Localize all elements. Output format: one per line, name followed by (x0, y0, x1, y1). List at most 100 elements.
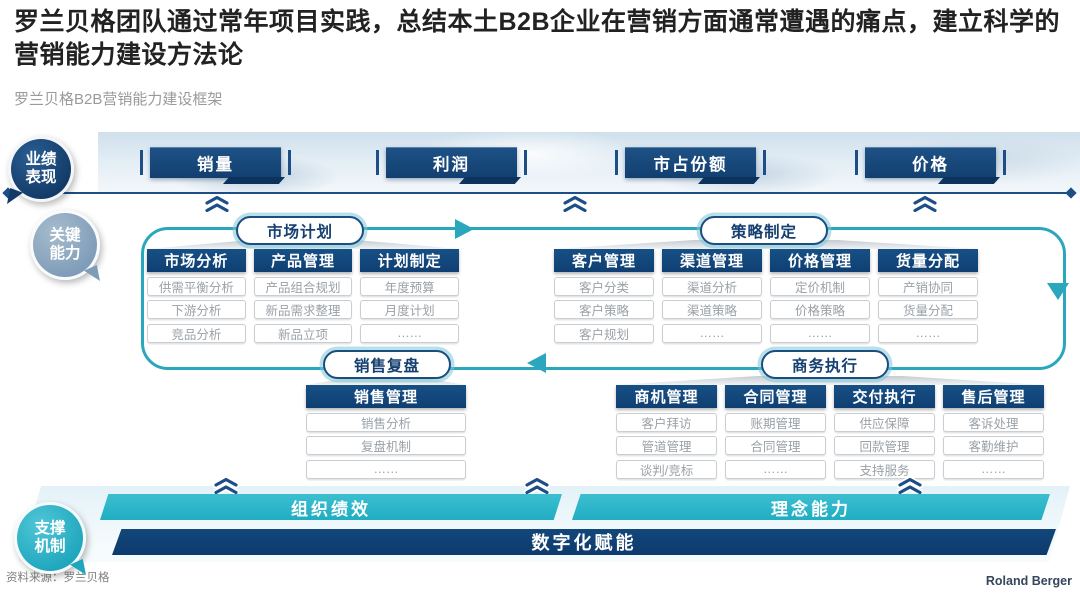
column-header: 市场分析 (147, 249, 246, 272)
capability-row-label: 关键 能力 (30, 210, 100, 281)
capability-column: 交付执行 供应保障 回款管理 支持服务 (834, 385, 935, 479)
tick-mark (1003, 150, 1006, 175)
page-title: 罗兰贝格团队通过常年项目实践，总结本土B2B企业在营销方面通常遭遇的痛点，建立科… (14, 8, 1061, 69)
capability-column: 产品管理 产品组合规划 新品需求整理 新品立项 (253, 249, 353, 343)
capability-column: 商机管理 客户拜访 管道管理 谈判/竞标 (616, 385, 717, 479)
column-item: 价格策略 (770, 300, 870, 319)
column-item: …… (725, 459, 826, 479)
column-item: 客诉处理 (943, 412, 1044, 432)
capability-column: 合同管理 账期管理 合同管理 …… (725, 385, 826, 479)
flow-arrow-right-icon (455, 219, 474, 239)
performance-row-label: 业绩 表现 (7, 136, 74, 204)
pill-business-execution: 商务执行 (761, 350, 889, 379)
pill-strategy-making: 策略制定 (700, 216, 828, 245)
column-item: …… (878, 323, 978, 343)
column-header: 计划制定 (360, 249, 460, 272)
column-item: 客勤维护 (943, 436, 1044, 455)
column-item: 定价机制 (770, 276, 870, 296)
column-item: 客户拜访 (616, 412, 717, 432)
perspective-shadow (306, 376, 466, 385)
column-header: 价格管理 (770, 249, 870, 272)
tick-mark (140, 150, 143, 175)
capability-column: 销售管理 销售分析 复盘机制 …… (306, 385, 466, 479)
pill-sales-review: 销售复盘 (323, 350, 451, 379)
support-row-label: 支撑 机制 (14, 502, 86, 575)
kpi-banner-label: 销量 (197, 155, 234, 174)
tick-mark (288, 150, 291, 175)
flow-arrow-down-icon (1047, 283, 1069, 300)
capability-column: 客户管理 客户分类 客户策略 客户规划 (554, 249, 654, 343)
capability-column: 市场分析 供需平衡分析 下游分析 竞品分析 (147, 249, 246, 343)
performance-label-line1: 业绩 (25, 151, 57, 169)
column-item: 支持服务 (834, 459, 935, 479)
column-item: 竞品分析 (147, 323, 246, 343)
column-item: 谈判/竞标 (616, 459, 717, 479)
column-header: 售后管理 (943, 385, 1044, 408)
column-item: 产品组合规划 (253, 276, 353, 296)
group-market-planning: 市场分析 供需平衡分析 下游分析 竞品分析 产品管理 产品组合规划 新品需求整理… (147, 240, 460, 343)
column-item: 渠道策略 (662, 300, 762, 319)
column-item: 复盘机制 (306, 436, 466, 455)
divider-line (7, 192, 1072, 194)
support-label-line1: 支撑 (34, 520, 66, 538)
column-item: 新品需求整理 (253, 300, 353, 319)
column-item: …… (360, 323, 460, 343)
source-note: 资料来源：罗兰贝格 (6, 572, 110, 584)
capability-label-line1: 关键 (49, 227, 81, 245)
up-chevron-icon (562, 195, 588, 212)
column-item: 客户规划 (554, 323, 654, 343)
group-business-execution: 商机管理 客户拜访 管道管理 谈判/竞标 合同管理 账期管理 合同管理 …… 交… (616, 376, 1044, 479)
column-header: 交付执行 (834, 385, 935, 408)
capability-label-line2: 能力 (49, 245, 81, 262)
column-item: …… (770, 323, 870, 343)
capability-column: 计划制定 年度预算 月度计划 …… (360, 249, 460, 343)
tick-mark (763, 150, 766, 175)
column-item: 销售分析 (306, 412, 466, 432)
kpi-banner-label: 利润 (433, 155, 470, 174)
column-item: 月度计划 (360, 300, 460, 319)
support-label-line2: 机制 (34, 538, 66, 555)
up-chevron-icon (912, 195, 938, 212)
flow-arrow-left-icon (527, 353, 546, 373)
up-chevron-icon (897, 477, 923, 494)
group-sales-review: 销售管理 销售分析 复盘机制 …… (306, 376, 466, 479)
column-item: 产销协同 (878, 276, 978, 296)
tick-mark (376, 150, 379, 175)
column-item: 客户分类 (554, 276, 654, 296)
column-item: 新品立项 (253, 323, 353, 343)
column-item: 管道管理 (616, 436, 717, 455)
up-chevron-icon (204, 195, 230, 212)
column-item: …… (943, 459, 1044, 479)
tick-mark (524, 150, 527, 175)
column-item: 回款管理 (834, 436, 935, 455)
bar-digital-enablement: 数字化赋能 (112, 529, 1056, 555)
column-item: 供应保障 (834, 412, 935, 432)
column-item: …… (306, 459, 466, 479)
kpi-banner-market-share: 市占份额 (615, 147, 766, 178)
group-strategy-making: 客户管理 客户分类 客户策略 客户规划 渠道管理 渠道分析 渠道策略 …… 价格… (554, 240, 978, 343)
column-item: 合同管理 (725, 436, 826, 455)
kpi-banner-label: 价格 (912, 155, 949, 174)
kpi-banner-label: 市占份额 (653, 155, 728, 174)
column-header: 产品管理 (253, 249, 353, 272)
column-header: 商机管理 (616, 385, 717, 408)
column-header: 合同管理 (725, 385, 826, 408)
perspective-shadow (616, 376, 1044, 385)
bubble-tail (84, 265, 100, 281)
kpi-banner-sales-volume: 销量 (140, 147, 291, 178)
column-item: 渠道分析 (662, 276, 762, 296)
column-item: …… (662, 323, 762, 343)
column-header: 渠道管理 (662, 249, 762, 272)
pill-market-planning: 市场计划 (236, 216, 364, 245)
capability-column: 货量分配 产销协同 货量分配 …… (878, 249, 978, 343)
column-item: 供需平衡分析 (147, 276, 246, 296)
column-item: 客户策略 (554, 300, 654, 319)
column-item: 下游分析 (147, 300, 246, 319)
column-header: 销售管理 (306, 385, 466, 408)
bar-organization-performance: 组织绩效 (100, 494, 562, 520)
capability-column: 渠道管理 渠道分析 渠道策略 …… (662, 249, 762, 343)
column-item: 账期管理 (725, 412, 826, 432)
kpi-banner-price: 价格 (855, 147, 1006, 178)
tick-mark (615, 150, 618, 175)
